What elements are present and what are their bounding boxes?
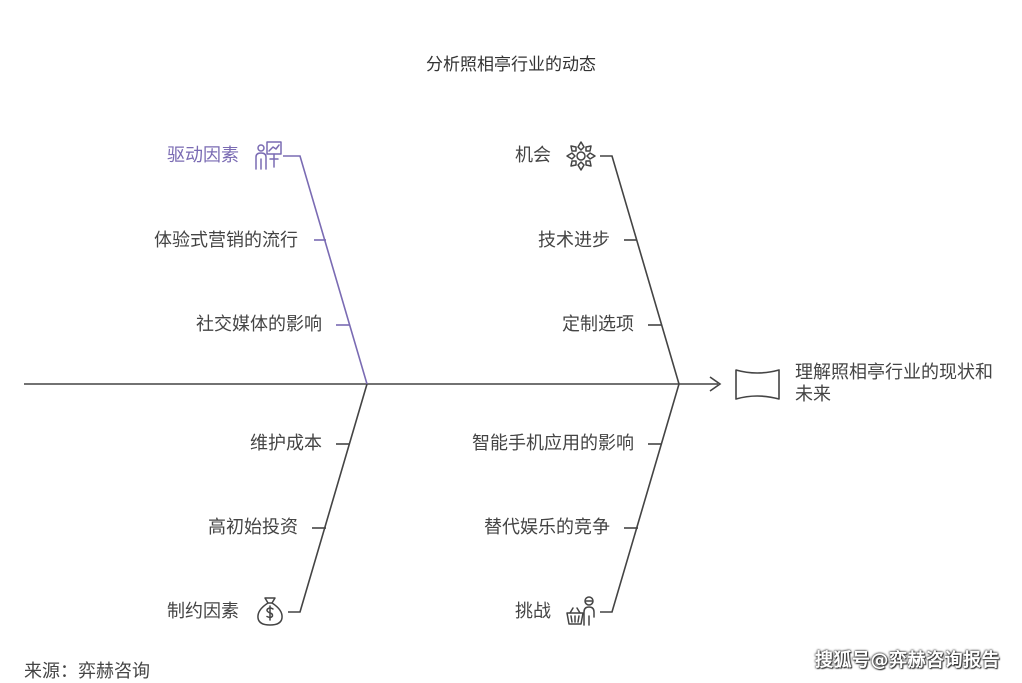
opportunities-bone: [600, 155, 680, 385]
constraints-label: 制约因素: [167, 601, 239, 622]
drivers-item-2: 社交媒体的影响: [196, 314, 322, 335]
money-bag-icon: [253, 594, 287, 628]
challenges-bone: [600, 383, 680, 613]
snowflake-icon: [564, 139, 598, 173]
effect-label: 理解照相亭行业的现状和未来: [795, 362, 993, 405]
presenter-chart-icon: [251, 139, 285, 173]
challenges-label: 挑战: [515, 601, 551, 622]
diagram-title: 分析照相亭行业的动态: [426, 55, 596, 75]
opportunities-label: 机会: [515, 145, 551, 166]
constraints-item-2: 高初始投资: [208, 517, 298, 538]
spine-arrowhead: [709, 376, 722, 392]
constraints-item-1: 维护成本: [250, 433, 322, 454]
challenges-item-2: 替代娱乐的竞争: [484, 517, 610, 538]
drivers-label: 驱动因素: [167, 145, 239, 166]
drivers-item-1: 体验式营销的流行: [154, 230, 298, 251]
opportunities-item-2: 定制选项: [562, 314, 634, 335]
effect-banner-icon: [735, 369, 780, 400]
person-basket-icon: [564, 594, 598, 628]
drivers-bone: [283, 155, 368, 385]
challenges-item-1: 智能手机应用的影响: [472, 433, 634, 454]
source-note: 来源：弈赫咨询: [24, 661, 150, 682]
opportunities-item-1: 技术进步: [538, 230, 610, 251]
constraints-bone: [288, 383, 368, 613]
watermark: 搜狐号@弈赫咨询报告: [815, 650, 1000, 671]
